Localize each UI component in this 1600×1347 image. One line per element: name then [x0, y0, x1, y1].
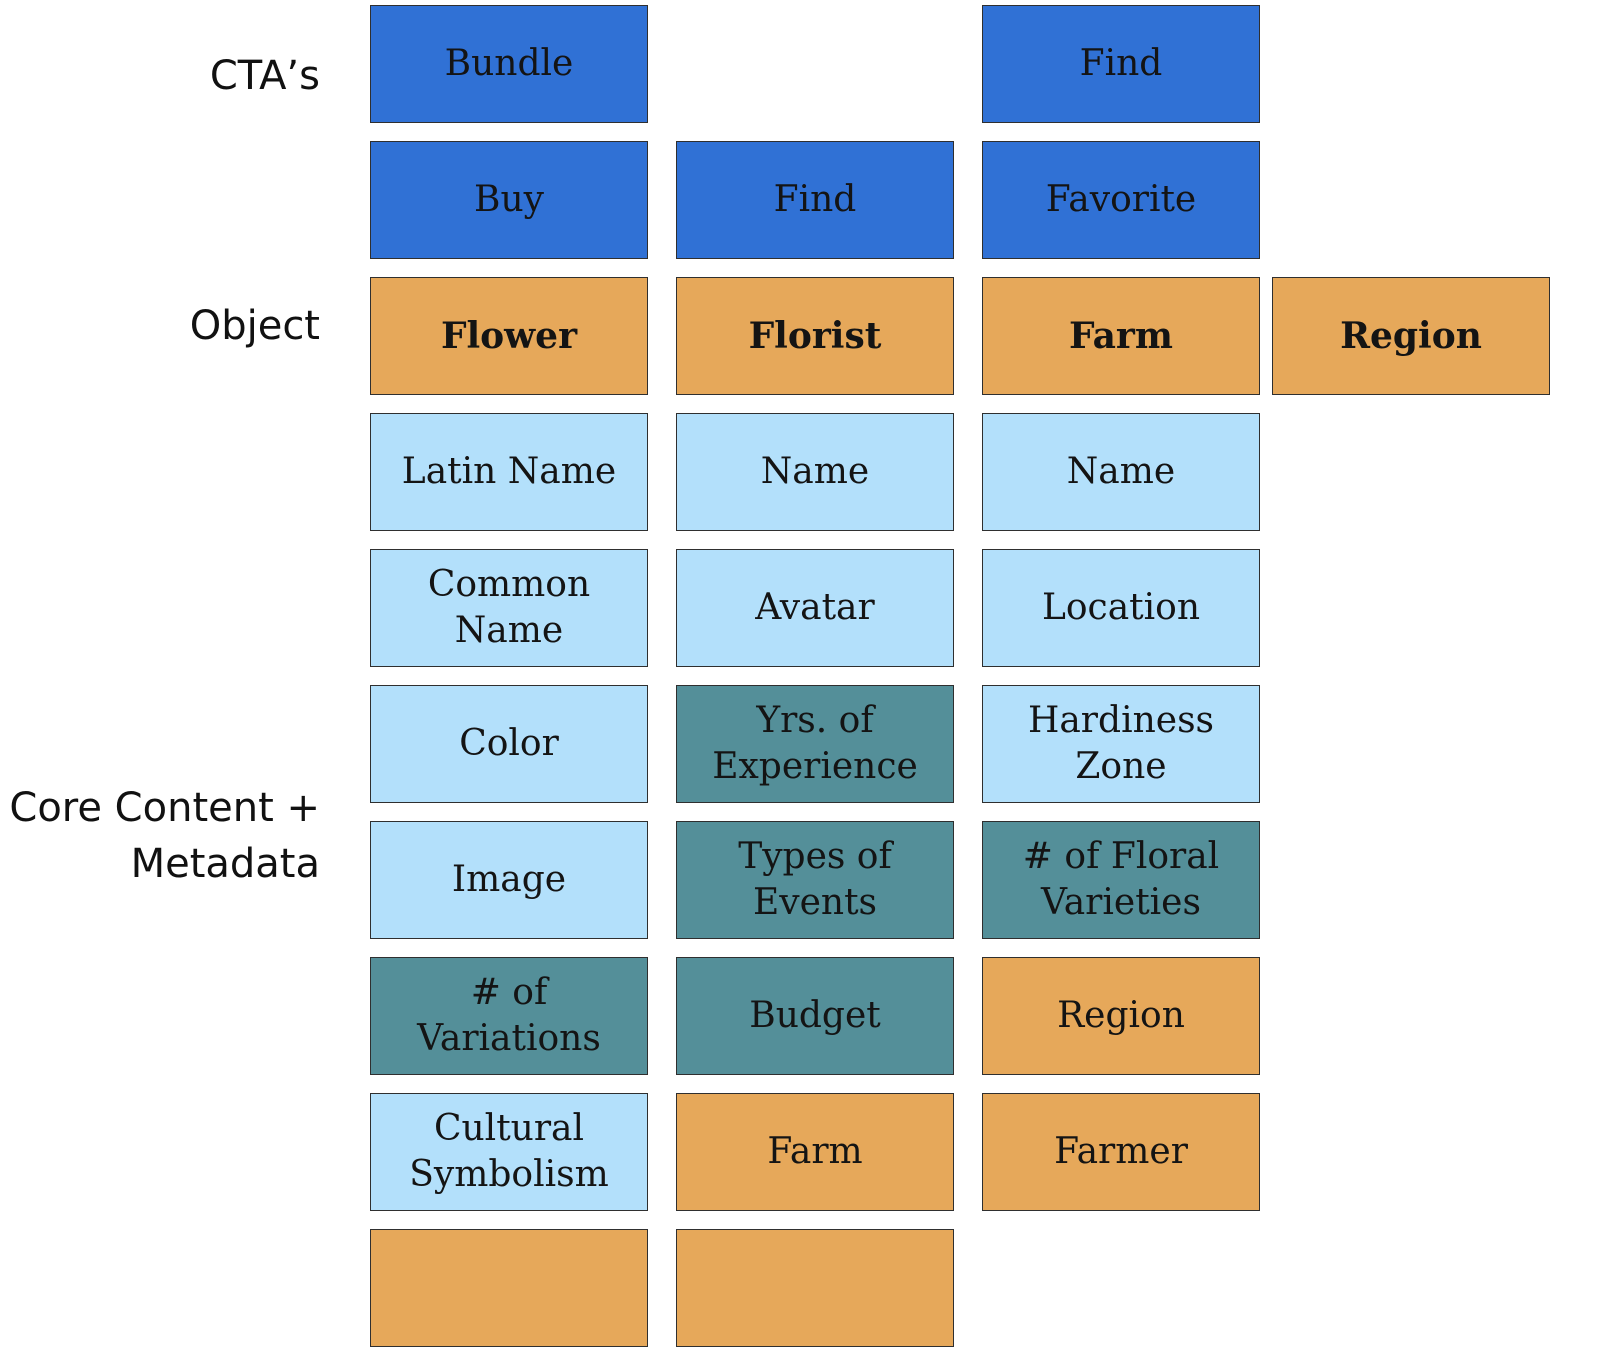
flower-attr-latin-name: Latin Name	[370, 413, 648, 531]
florist-attr-name: Name	[676, 413, 954, 531]
florist-attr-event-types: Types of Events	[676, 821, 954, 939]
florist-attr-farm: Farm	[676, 1093, 954, 1211]
region-object: Region	[1272, 277, 1550, 395]
farm-cta-find: Find	[982, 5, 1260, 123]
flower-attr-common-name: Common Name	[370, 549, 648, 667]
row-label-object: Object	[189, 303, 320, 349]
farm-attr-farmer: Farmer	[982, 1093, 1260, 1211]
florist-attr-cutoff	[676, 1229, 954, 1347]
row-label-core-content-metadata: Core Content + Metadata	[9, 785, 320, 887]
flower-attr-cultural-symbolism: Cultural Symbolism	[370, 1093, 648, 1211]
content-model-grid: Bundle Buy Flower Latin Name Common Name…	[370, 5, 1550, 1347]
row-label-ctas: CTA’s	[209, 53, 320, 99]
florist-cta-find: Find	[676, 141, 954, 259]
farm-attr-hardiness-zone: Hardiness Zone	[982, 685, 1260, 803]
farm-attr-location: Location	[982, 549, 1260, 667]
farm-attr-name: Name	[982, 413, 1260, 531]
florist-attr-avatar: Avatar	[676, 549, 954, 667]
flower-object: Flower	[370, 277, 648, 395]
flower-attr-variations: # of Variations	[370, 957, 648, 1075]
flower-attr-cutoff	[370, 1229, 648, 1347]
farm-cta-favorite: Favorite	[982, 141, 1260, 259]
farm-attr-floral-varieties: # of Floral Varieties	[982, 821, 1260, 939]
flower-attr-image: Image	[370, 821, 648, 939]
farm-attr-region: Region	[982, 957, 1260, 1075]
flower-attr-color: Color	[370, 685, 648, 803]
florist-attr-budget: Budget	[676, 957, 954, 1075]
flower-cta-bundle: Bundle	[370, 5, 648, 123]
florist-attr-experience: Yrs. of Experience	[676, 685, 954, 803]
florist-object: Florist	[676, 277, 954, 395]
flower-cta-buy: Buy	[370, 141, 648, 259]
farm-object: Farm	[982, 277, 1260, 395]
